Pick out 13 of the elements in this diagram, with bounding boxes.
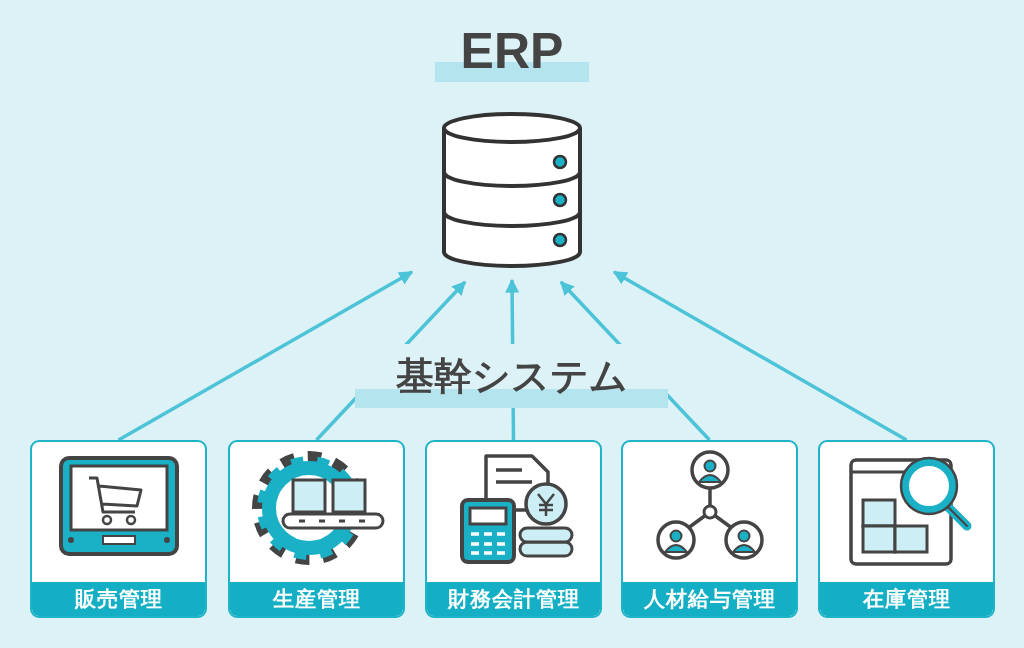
arrow xyxy=(117,270,414,442)
section-heading: 基幹システム xyxy=(355,344,668,408)
label-bar: 財務会計管理 xyxy=(427,582,600,616)
module-card xyxy=(818,440,995,618)
label-bar: 販売管理 xyxy=(32,582,205,616)
module-card xyxy=(30,440,207,618)
module-card xyxy=(425,440,602,618)
label-bar: 在庫管理 xyxy=(820,582,993,616)
module-card xyxy=(621,440,798,618)
arrow xyxy=(612,270,908,442)
label-bar: 人材給与管理 xyxy=(623,582,796,616)
label-bar: 生産管理 xyxy=(230,582,403,616)
module-card xyxy=(228,440,405,618)
